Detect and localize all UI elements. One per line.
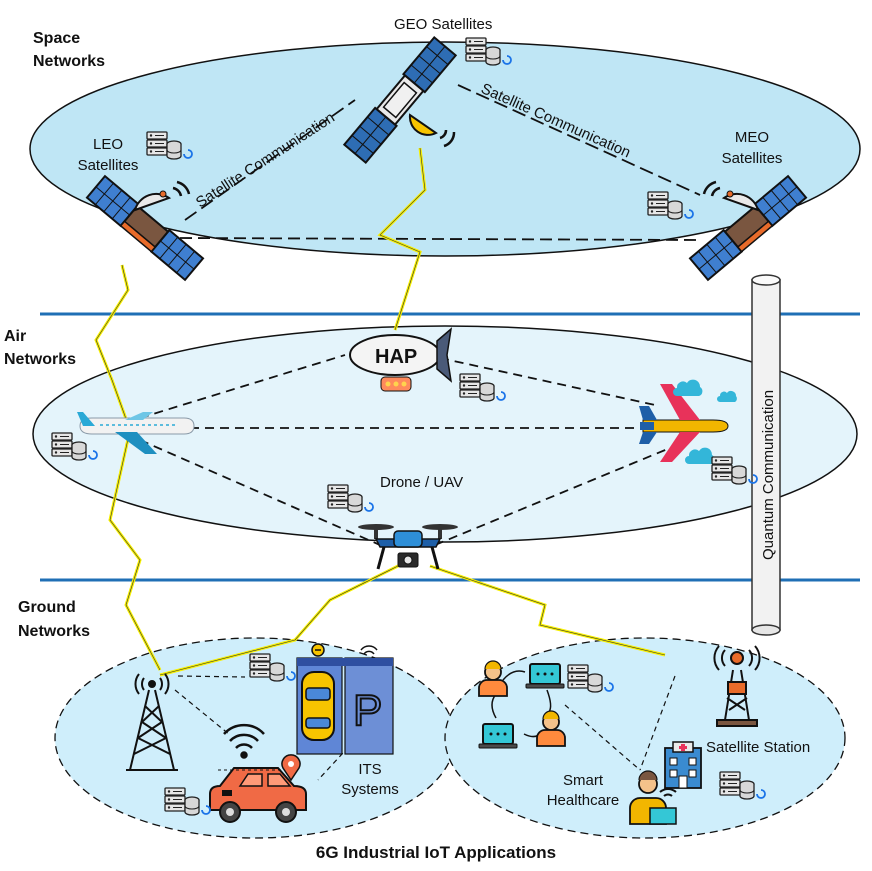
cloud-icons [673, 379, 737, 464]
geo-meo-link [457, 84, 701, 196]
doctor-monitor-icon [525, 663, 565, 689]
quantum-communication-pipe: Quantum Communication [751, 274, 781, 636]
car-wifi-icon [223, 723, 265, 759]
parking-lot-icon [296, 643, 394, 755]
plane-hap-link [139, 354, 346, 419]
cell-tower-icon [126, 673, 178, 771]
leo-geo-link [184, 99, 356, 221]
geo-satellite-icon [342, 35, 458, 165]
hap-label: HAP [375, 346, 417, 368]
drone-uav-icon [358, 524, 458, 570]
plane-drone-link [139, 439, 381, 546]
leo-meo-link [179, 237, 701, 241]
remote-worker-icon [629, 770, 677, 825]
airplane-left-icon [77, 412, 195, 454]
air-layer-ellipse [32, 325, 858, 543]
hospital-icon [664, 741, 702, 789]
hap-plane2-link [439, 357, 656, 406]
geo-satellites-label: GEO Satellites [394, 16, 492, 33]
lightning-links [94, 147, 666, 677]
satellite-station-icon [713, 645, 761, 727]
drone-plane2-link [434, 447, 671, 546]
parked-car-icon [301, 671, 335, 741]
location-pin-icon [218, 754, 301, 782]
parking-sign-label: P [353, 686, 382, 735]
patient-monitor-icon [478, 723, 518, 749]
quantum-communication-label: Quantum Communication [760, 390, 777, 560]
drone-uav-label: Drone / UAV [380, 474, 463, 491]
hap-airship-icon [349, 327, 453, 392]
connected-car-icon [209, 767, 307, 823]
footer-caption: 6G Industrial IoT Applications [316, 843, 556, 862]
satellite-station-label: Satellite Station [706, 739, 810, 756]
airplane-right-icon [639, 384, 729, 462]
